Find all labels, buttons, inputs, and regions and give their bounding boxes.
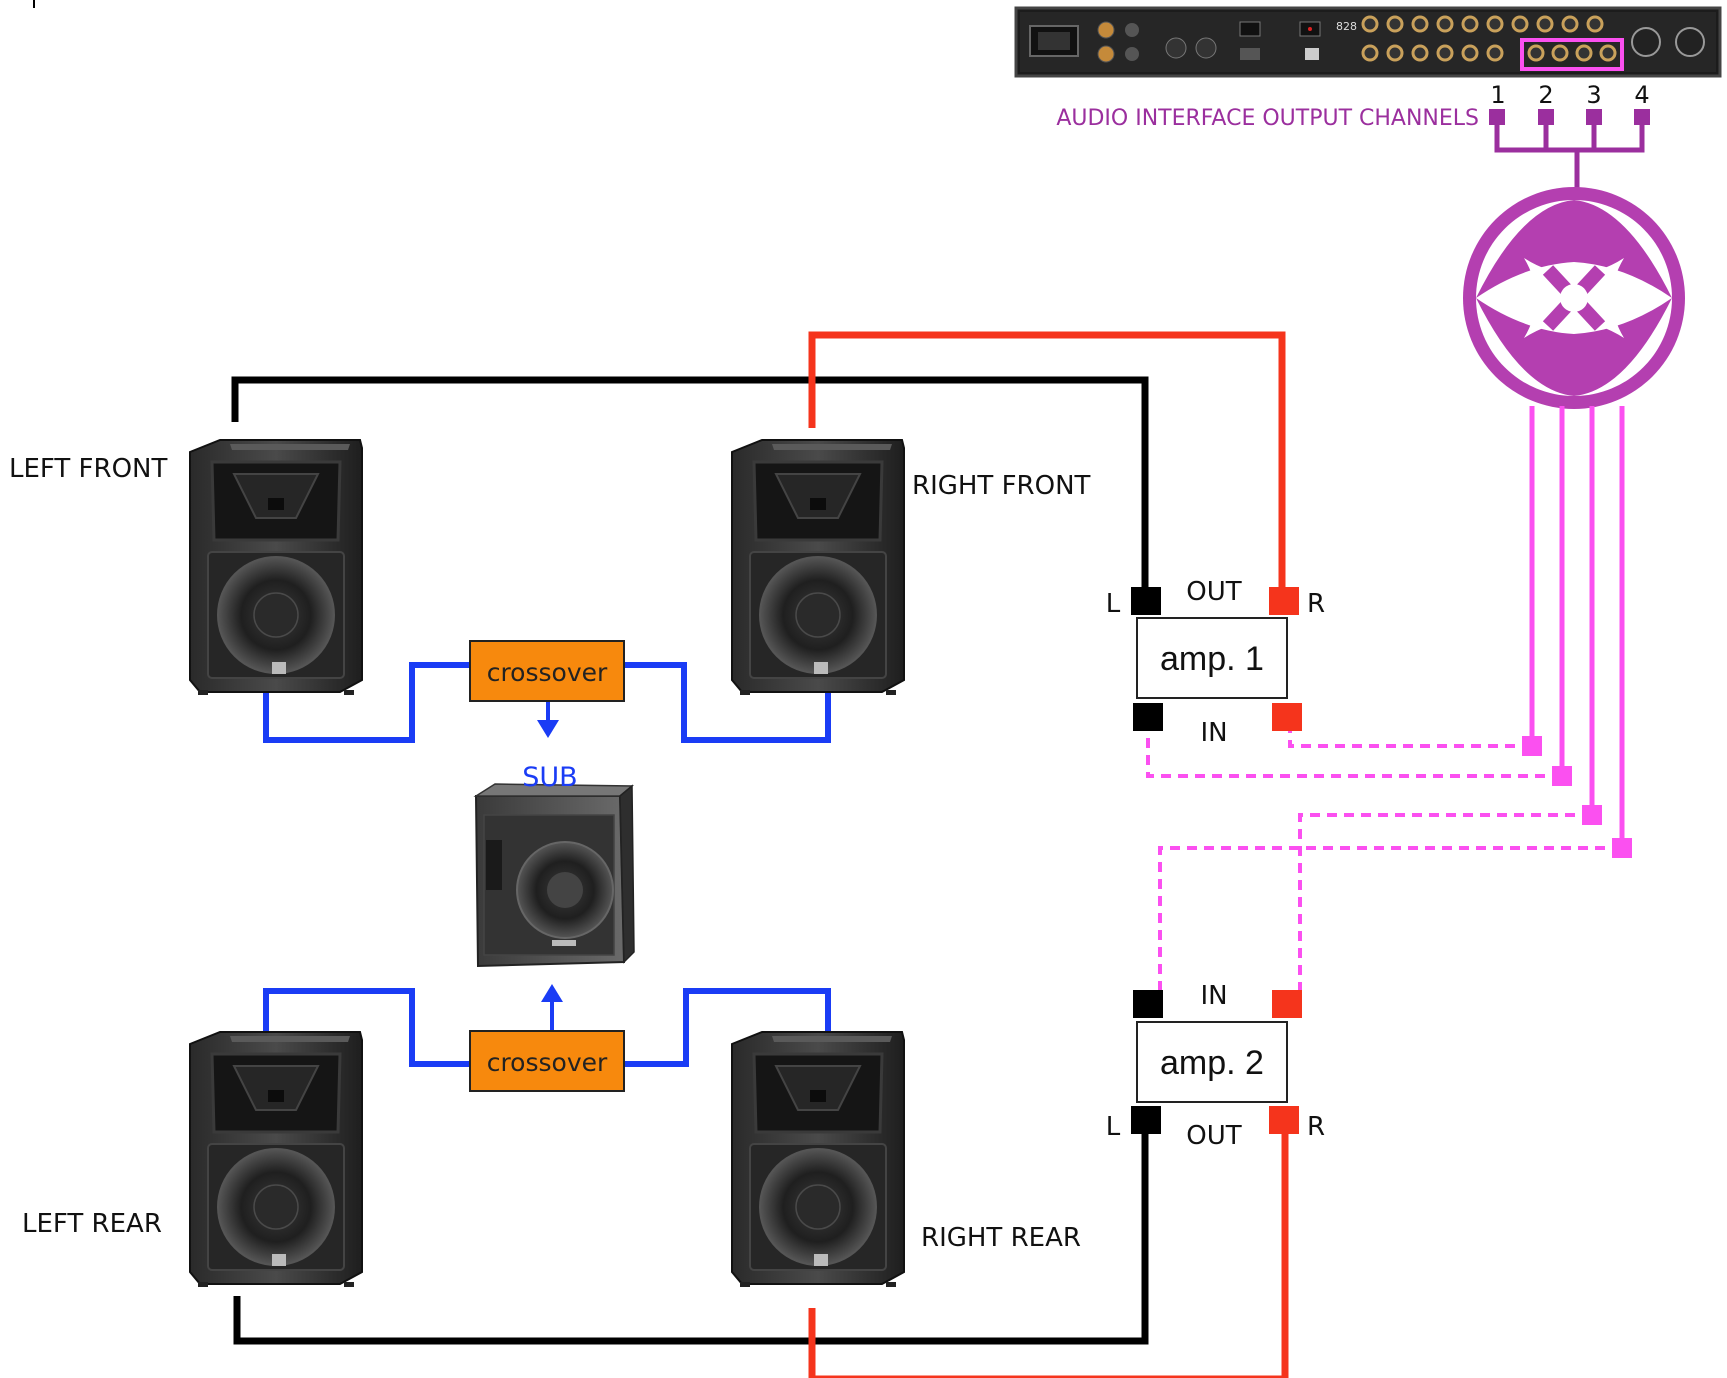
xover-front-right-cable bbox=[624, 662, 831, 743]
amp-1-r-label: R bbox=[1307, 589, 1325, 619]
subwoofer bbox=[473, 783, 635, 968]
crossover-rear-label: crossover bbox=[487, 1048, 608, 1077]
input-cable-ch3 bbox=[1298, 813, 1592, 995]
xover-front-left-cable bbox=[263, 662, 470, 743]
label-right-front: RIGHT FRONT bbox=[912, 471, 1091, 501]
amp-2-label: amp. 2 bbox=[1160, 1044, 1264, 1082]
label-right-rear: RIGHT REAR bbox=[921, 1223, 1081, 1253]
audio-interface: 828 bbox=[1014, 6, 1722, 78]
speaker-left-front bbox=[188, 438, 364, 697]
channel-1-label: 1 bbox=[1490, 81, 1505, 109]
amp-1-label: amp. 1 bbox=[1160, 640, 1264, 678]
decoder-logo bbox=[1463, 187, 1685, 409]
output-highlight bbox=[1520, 38, 1624, 71]
label-sub: SUB bbox=[522, 762, 577, 793]
amp-2-in-left-terminal bbox=[1133, 990, 1163, 1018]
crossover-front-label: crossover bbox=[487, 658, 608, 687]
label-left-rear: LEFT REAR bbox=[22, 1209, 162, 1239]
channel-3-label: 3 bbox=[1586, 81, 1601, 109]
cable-left-front bbox=[231, 376, 1149, 600]
amp-2-in-right-terminal bbox=[1272, 990, 1302, 1018]
input-cable-ch4 bbox=[1158, 846, 1622, 995]
interface-input-cables bbox=[1146, 406, 1632, 995]
speaker-cables bbox=[231, 331, 1289, 1378]
interface-model: 828 bbox=[1336, 20, 1357, 33]
amp-1: amp. 1 OUT IN L R bbox=[1106, 577, 1325, 748]
cable-left-rear bbox=[233, 1130, 1149, 1345]
amp-1-l-label: L bbox=[1106, 589, 1121, 619]
speaker-left-rear bbox=[188, 1030, 364, 1289]
interface-jacks bbox=[1361, 15, 1617, 62]
amp-1-out-label: OUT bbox=[1186, 577, 1241, 607]
channel-4-label: 4 bbox=[1634, 81, 1649, 109]
amp-2-out-left-terminal bbox=[1131, 1106, 1161, 1134]
amp-2-in-label: IN bbox=[1200, 981, 1227, 1011]
label-left-front: LEFT FRONT bbox=[9, 454, 167, 484]
amp-1-in-right-terminal bbox=[1272, 703, 1302, 731]
amp-2-out-label: OUT bbox=[1186, 1121, 1241, 1151]
amp-2-out-right-terminal bbox=[1269, 1106, 1299, 1134]
amp-2-r-label: R bbox=[1307, 1112, 1325, 1142]
amp-1-in-label: IN bbox=[1200, 718, 1227, 748]
xover-rear-left-cable bbox=[263, 988, 470, 1067]
speaker-right-front bbox=[730, 438, 906, 697]
crossover-front: crossover bbox=[469, 640, 625, 702]
cable-right-rear bbox=[808, 1130, 1289, 1378]
xover-rear-right-cable bbox=[624, 988, 831, 1067]
amp-2: amp. 2 IN OUT L R bbox=[1106, 981, 1325, 1151]
input-cable-ch2 bbox=[1146, 730, 1562, 778]
speaker-right-rear bbox=[730, 1030, 906, 1289]
crossover-rear: crossover bbox=[469, 1030, 625, 1092]
crossover-cables bbox=[263, 662, 831, 1067]
channel-2-label: 2 bbox=[1538, 81, 1553, 109]
amp-1-in-left-terminal bbox=[1133, 703, 1163, 731]
amp-1-out-left-terminal bbox=[1131, 587, 1161, 615]
sub-arrows bbox=[537, 692, 563, 1030]
interface-output-label: AUDIO INTERFACE OUTPUT CHANNELS bbox=[1056, 106, 1479, 131]
cable-right-front bbox=[808, 331, 1286, 600]
input-cable-ch1 bbox=[1288, 716, 1532, 748]
amp-1-out-right-terminal bbox=[1269, 587, 1299, 615]
amp-2-l-label: L bbox=[1106, 1112, 1121, 1142]
